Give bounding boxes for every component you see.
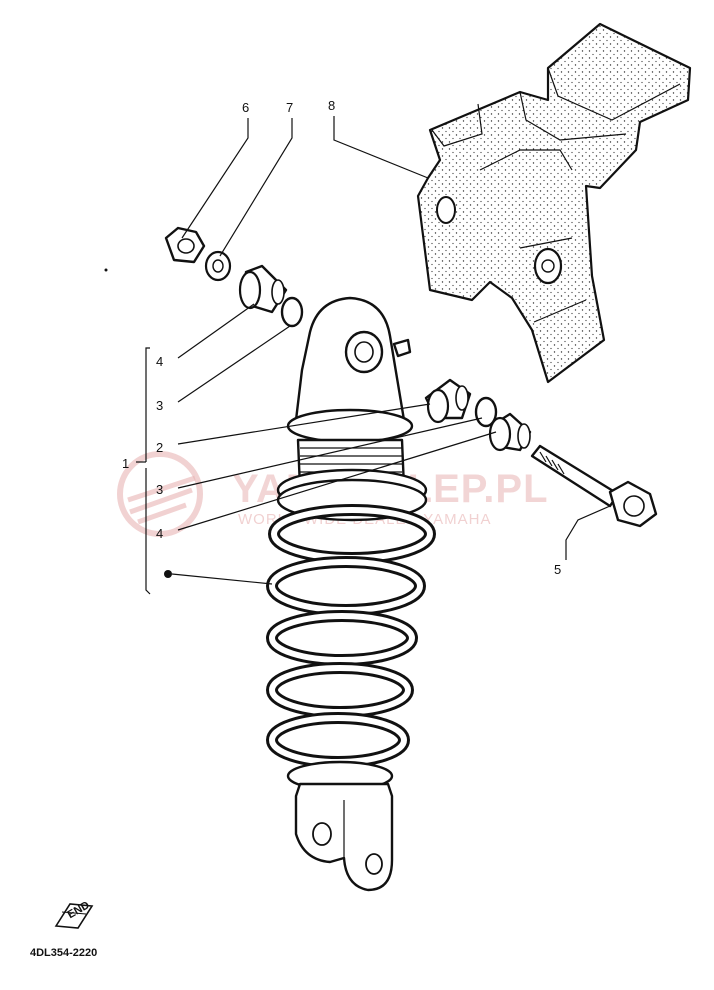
leader-lines bbox=[136, 116, 611, 595]
shock-absorber-assembly bbox=[266, 296, 436, 892]
nut-part-6 bbox=[164, 226, 206, 264]
speck bbox=[104, 268, 108, 272]
frame-bracket-part-8 bbox=[416, 22, 692, 384]
end-mark: END bbox=[54, 899, 94, 929]
callout-6: 6 bbox=[242, 100, 249, 115]
callout-1: 1 bbox=[122, 456, 129, 471]
callout-4-lower: 4 bbox=[156, 526, 163, 541]
callout-3-upper: 3 bbox=[156, 398, 163, 413]
callout-8: 8 bbox=[328, 98, 335, 113]
o-ring-part-3-lower bbox=[474, 396, 498, 428]
callout-5: 5 bbox=[554, 562, 561, 577]
callout-4-upper: 4 bbox=[156, 354, 163, 369]
collar-part-4-upper bbox=[238, 264, 288, 314]
callout-7: 7 bbox=[286, 100, 293, 115]
diagram-code: 4DL354-2220 bbox=[30, 947, 97, 959]
bullet-marker bbox=[164, 570, 172, 578]
o-ring-part-3-upper bbox=[280, 296, 304, 328]
callout-3-lower: 3 bbox=[156, 482, 163, 497]
washer-part-7 bbox=[204, 250, 232, 282]
coil-spring bbox=[266, 504, 436, 768]
bolt-part-5 bbox=[530, 444, 658, 528]
bushing-part-2 bbox=[424, 378, 472, 424]
callout-2: 2 bbox=[156, 440, 163, 455]
collar-part-4-lower bbox=[488, 412, 532, 452]
watermark-logo bbox=[117, 451, 203, 537]
